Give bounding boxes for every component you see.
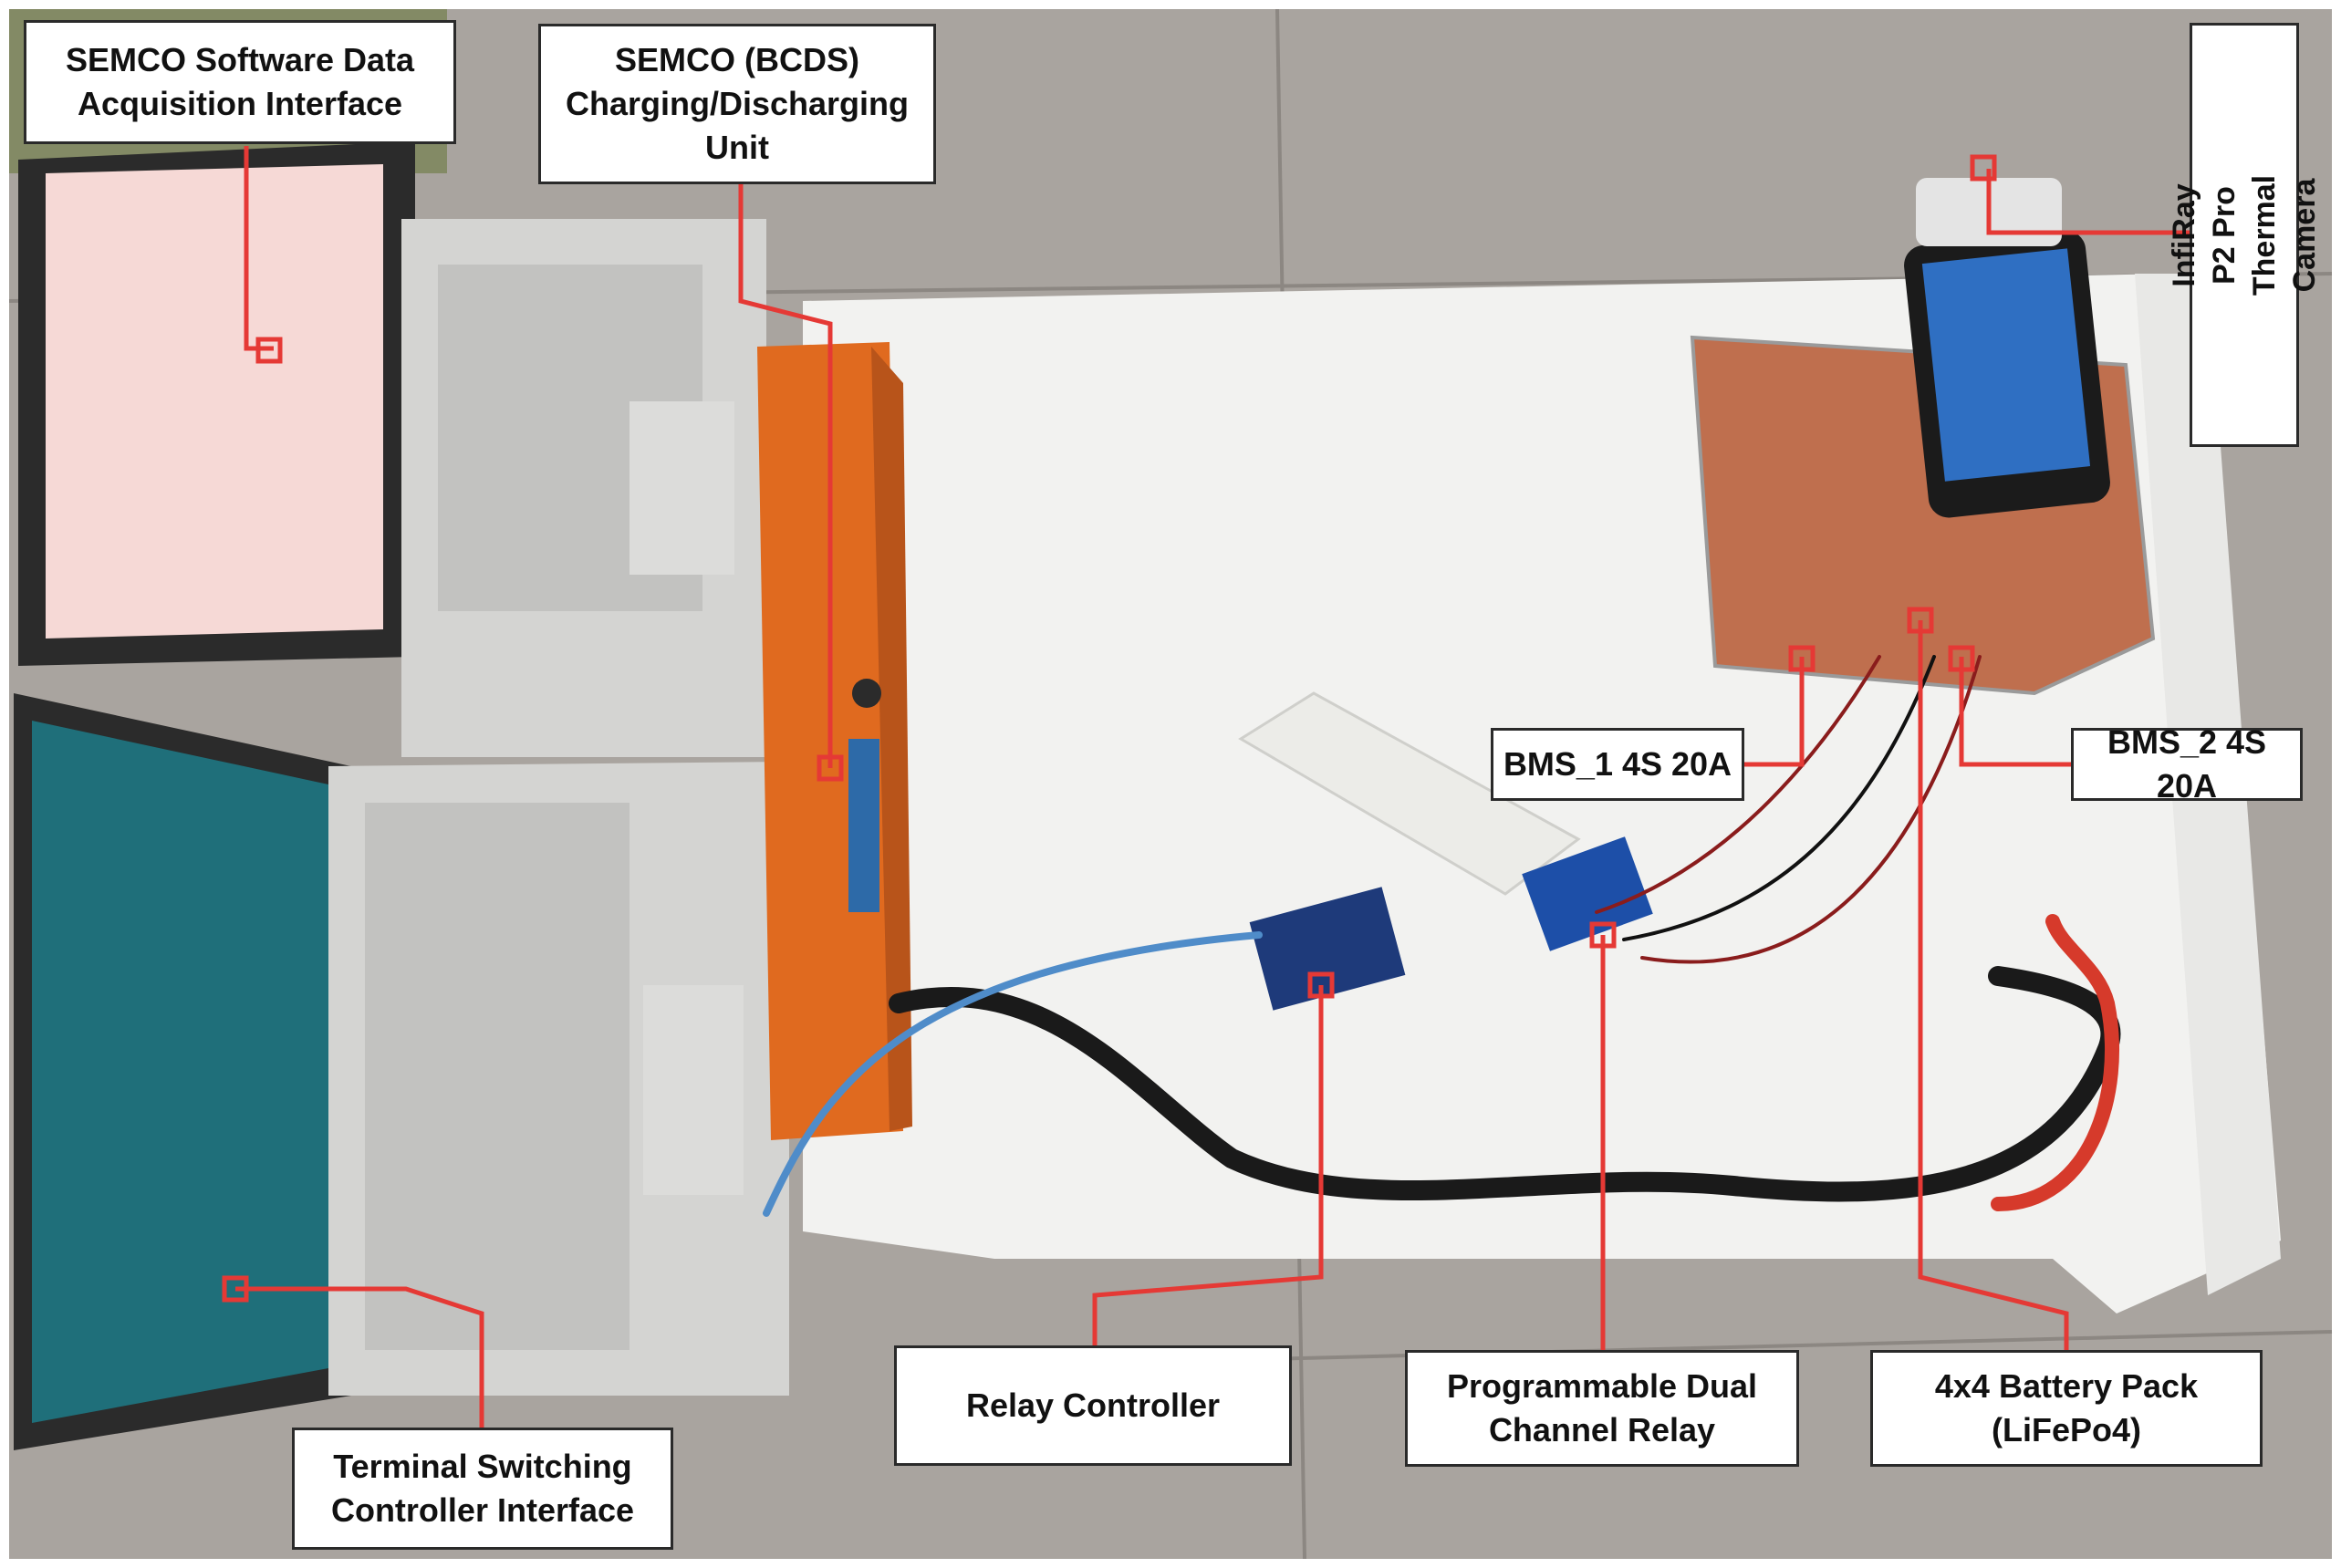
marker-relay (1589, 921, 1617, 949)
label-relay-controller: Relay Controller (894, 1345, 1292, 1466)
laptop-keyboard-lower (365, 803, 629, 1350)
arduino-board (1249, 887, 1406, 1011)
leader-thermal (1986, 169, 2190, 235)
bcds-display (848, 739, 879, 912)
label-semco-bcds: SEMCO (BCDS) Charging/Discharging Unit (538, 24, 936, 184)
label-semco-software: SEMCO Software Data Acquisition Interfac… (24, 20, 456, 144)
marker-relay-controller (1307, 971, 1335, 999)
laptop-touchpad-lower (643, 985, 744, 1195)
leader-semco-software (244, 146, 274, 351)
label-dual-relay: Programmable Dual Channel Relay (1405, 1350, 1799, 1467)
label-thermal-camera: InfiRay P2 Pro Thermal Camera (2167, 23, 2322, 447)
label-battery-pack: 4x4 Battery Pack (LiFePo4) (1870, 1350, 2263, 1467)
phone-screen (1921, 248, 2091, 482)
leader-bms2 (1959, 657, 2071, 767)
bcds-unit (757, 342, 912, 1140)
marker-semco-software (255, 337, 283, 364)
laptop-screen-semco (46, 164, 383, 639)
leader-lines (222, 146, 2190, 1428)
leader-bms1 (1744, 657, 1805, 767)
marker-bms2 (1948, 645, 1975, 672)
laptop-screen-terminal (32, 721, 328, 1423)
leader-bcds (738, 182, 833, 768)
marker-thermal (1970, 154, 1997, 182)
label-bms1: BMS_1 4S 20A (1491, 728, 1744, 801)
breadboard (1238, 691, 1581, 896)
leader-battery (1918, 620, 2069, 1350)
marker-bcds (817, 754, 844, 782)
marker-battery (1907, 607, 1934, 634)
label-bms2: BMS_2 4S 20A (2071, 723, 2303, 805)
laptop-semco (18, 141, 766, 757)
leader-terminal (235, 1286, 484, 1428)
phone-thermal (1904, 178, 2110, 518)
marker-bms1 (1788, 645, 1816, 672)
laptop-touchpad-upper (629, 401, 734, 575)
relay-module (1522, 836, 1653, 951)
laptop-terminal (14, 693, 789, 1450)
label-terminal-switching: Terminal Switching Controller Interface (292, 1428, 673, 1550)
bcds-knob (852, 679, 881, 708)
marker-terminal (222, 1275, 249, 1303)
cables (763, 655, 2121, 1217)
leader-relay-controller (1092, 985, 1324, 1345)
